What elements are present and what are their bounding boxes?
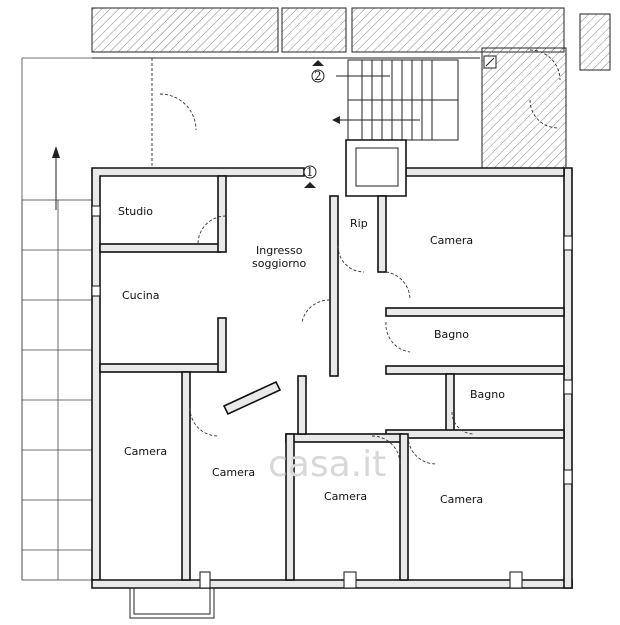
- room-label-soggiorno: soggiorno: [252, 257, 307, 270]
- terrace-grid: [21, 57, 95, 581]
- entrance-marker-1: 1: [303, 165, 317, 188]
- meter-box-icon: [483, 55, 497, 69]
- entrance-1-number: 1: [306, 165, 314, 179]
- room-label-camera-ne: Camera: [430, 234, 473, 247]
- room-label-camera-w: Camera: [124, 445, 167, 458]
- watermark-logo-icon: casa.it: [268, 444, 386, 485]
- room-label-camera-se: Camera: [440, 493, 483, 506]
- room-label-rip: Rip: [350, 217, 368, 230]
- north-arrow-icon: [52, 146, 60, 210]
- entrance-marker-2: 2: [311, 60, 325, 83]
- room-label-camera-mw: Camera: [212, 466, 255, 479]
- stairwell: [332, 59, 459, 141]
- room-label-bagno-1: Bagno: [434, 328, 469, 341]
- room-label-ingresso: Ingresso: [256, 244, 303, 257]
- outer-walls: [91, 139, 573, 589]
- room-label-bagno-2: Bagno: [470, 388, 505, 401]
- entrance-2-number: 2: [314, 69, 322, 83]
- room-label-studio: Studio: [118, 205, 153, 218]
- room-label-cucina: Cucina: [122, 289, 159, 302]
- stair-arrow-icon: [332, 75, 420, 124]
- interior-walls: [99, 175, 565, 581]
- room-label-camera-m: Camera: [324, 490, 367, 503]
- bay-window: [129, 587, 215, 619]
- door-swings: [151, 49, 561, 465]
- window-openings: [91, 205, 573, 589]
